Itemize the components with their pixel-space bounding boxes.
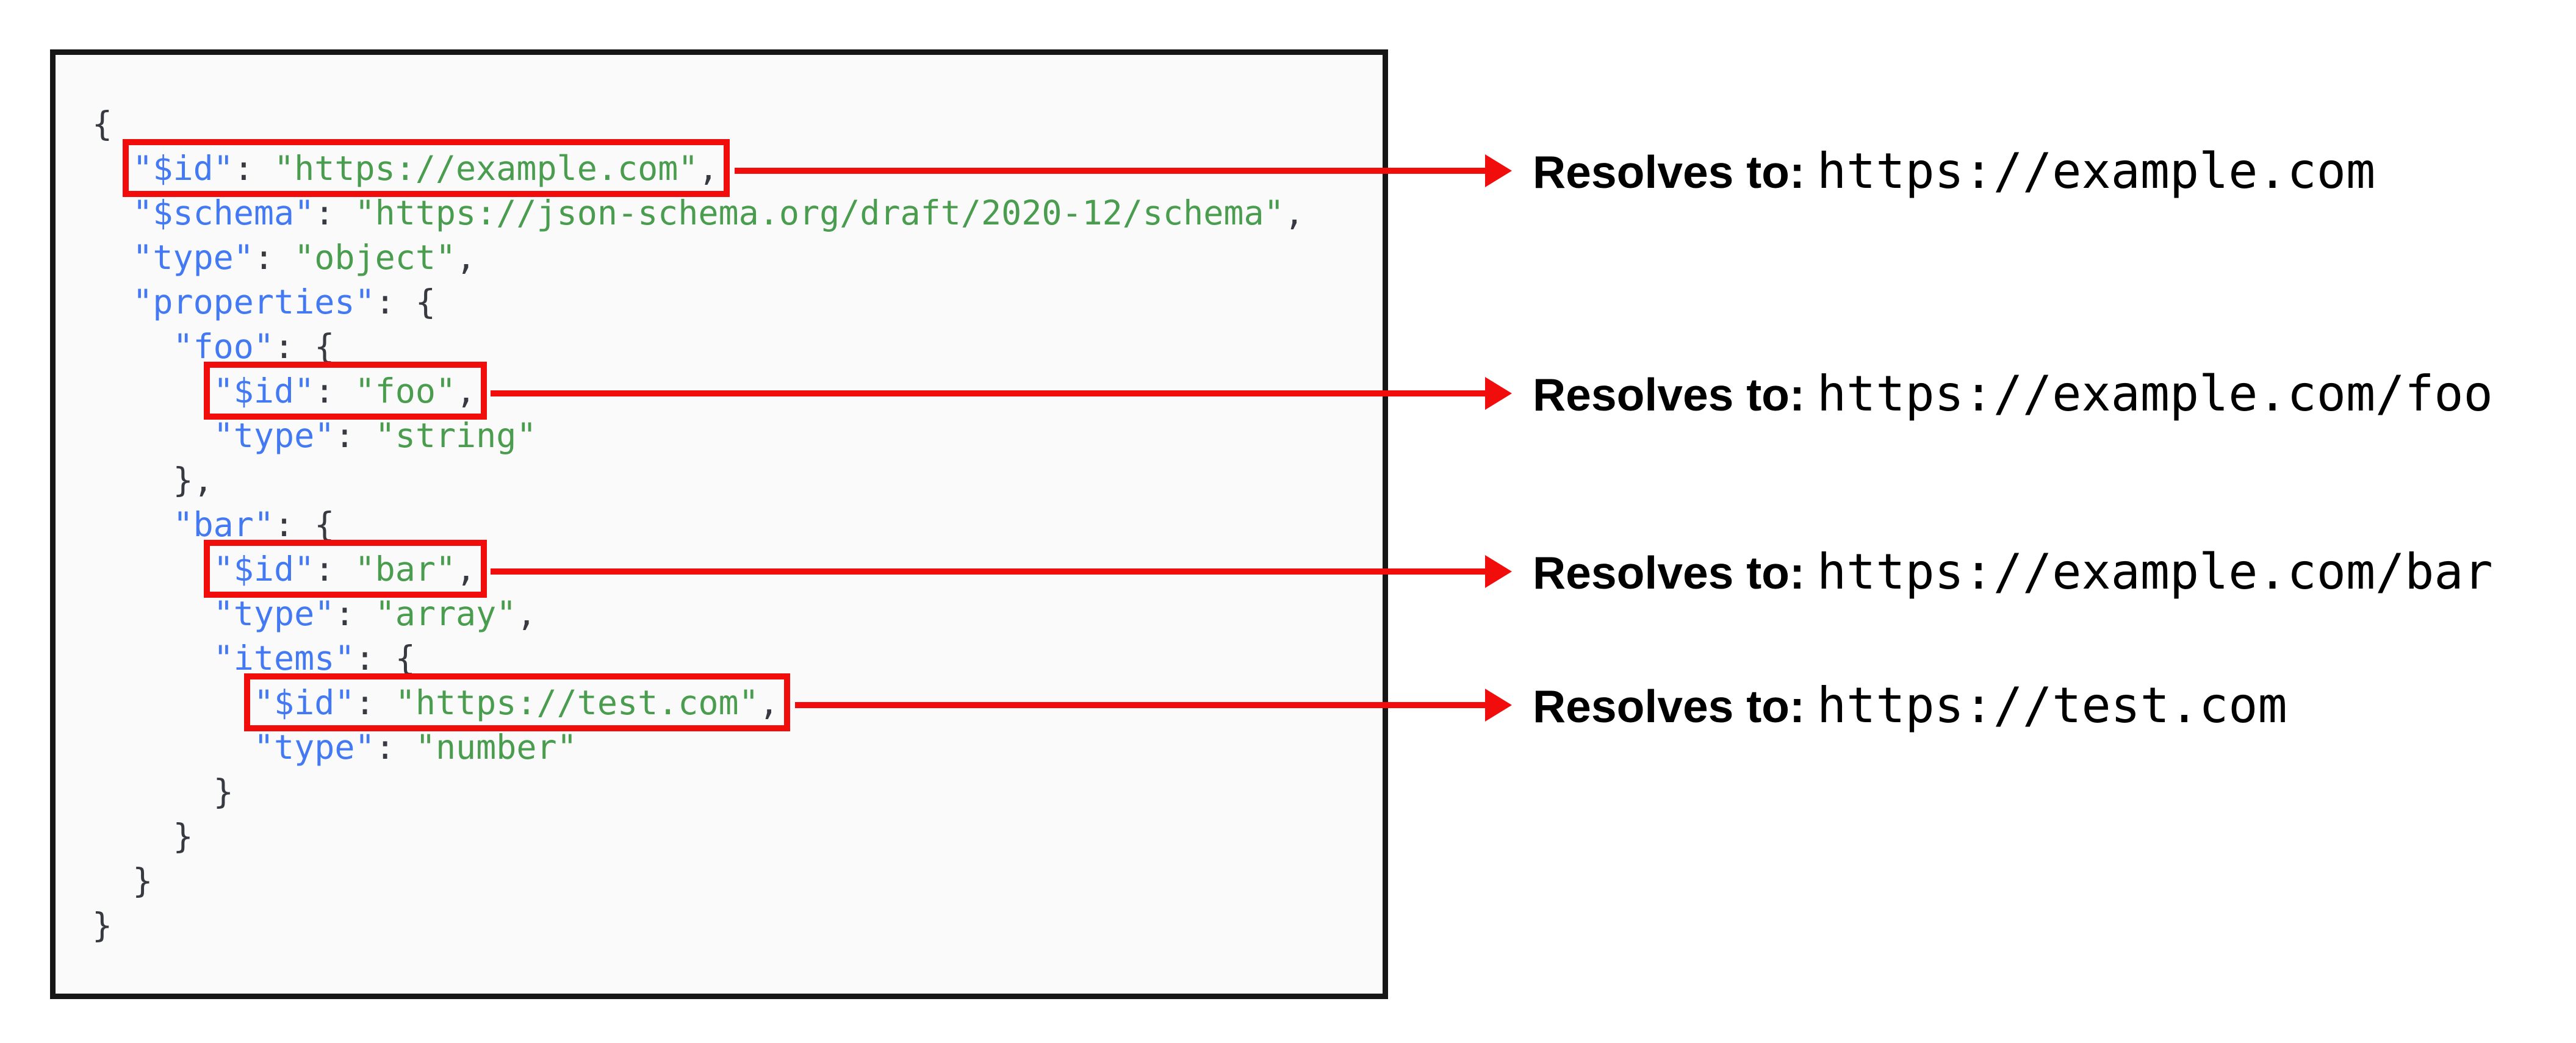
code-token-pun: , (456, 371, 477, 410)
code-token-str: "array" (375, 594, 517, 633)
code-line: } (92, 903, 1383, 948)
code-content: { "$id": "https://example.com", "$schema… (56, 55, 1383, 948)
id-highlight-box: "$id": "https://example.com", (123, 139, 730, 197)
code-line: } (92, 859, 1383, 903)
code-token-key: "type" (132, 238, 254, 277)
code-token-str: "https://test.com" (395, 683, 759, 722)
code-line: } (92, 770, 1383, 814)
id-highlight-box: "$id": "bar", (203, 540, 487, 598)
code-token-pun (92, 639, 214, 678)
code-token-pun: , (456, 238, 477, 277)
code-token-key: "foo" (173, 327, 275, 366)
resolve-arrow-icon (735, 168, 1486, 174)
resolve-arrow-icon (795, 702, 1486, 708)
code-line: "type": "string" (92, 414, 1383, 458)
code-token-pun (92, 416, 214, 455)
code-line: "type": "array", (92, 592, 1383, 636)
code-token-pun: , (698, 149, 719, 188)
code-token-pun: } (92, 906, 113, 945)
code-token-str: "https://json-schema.org/draft/2020-12/s… (354, 193, 1284, 232)
code-token-pun: , (456, 550, 477, 589)
code-token-pun (92, 728, 254, 767)
resolves-label: Resolves to: (1533, 146, 1805, 198)
code-token-pun (92, 327, 173, 366)
code-token-pun: , (1284, 193, 1304, 232)
resolved-url: https://test.com (1816, 677, 2287, 734)
resolves-annotation: Resolves to:https://example.com (1533, 142, 2375, 214)
code-token-key: "$schema" (132, 193, 315, 232)
code-token-pun (92, 371, 214, 410)
resolves-annotation: Resolves to:https://example.com/foo (1533, 365, 2493, 437)
code-token-pun: : { (274, 327, 335, 366)
resolve-arrow-icon (491, 390, 1486, 396)
code-line: "$schema": "https://json-schema.org/draf… (92, 191, 1383, 235)
code-token-pun: : { (274, 505, 335, 544)
resolved-url: https://example.com/foo (1816, 365, 2493, 422)
resolve-arrow-icon (491, 568, 1486, 575)
code-token-pun: : (314, 371, 355, 410)
code-token-pun (92, 149, 132, 188)
code-token-pun: : (375, 728, 416, 767)
code-token-str: "foo" (354, 371, 456, 410)
code-line: "bar": { (92, 503, 1383, 547)
code-token-pun: { (92, 104, 113, 143)
resolves-label: Resolves to: (1533, 681, 1805, 732)
code-token-pun (92, 505, 173, 544)
code-token-key: "type" (213, 594, 335, 633)
code-token-str: "bar" (354, 550, 456, 589)
code-token-key: "$id" (213, 371, 315, 410)
code-token-pun (92, 282, 132, 321)
resolves-annotation: Resolves to:https://test.com (1533, 676, 2287, 748)
code-token-key: "type" (253, 728, 375, 767)
resolves-label: Resolves to: (1533, 369, 1805, 420)
code-token-str: "https://example.com" (274, 149, 699, 188)
resolves-annotation: Resolves to:https://example.com/bar (1533, 543, 2493, 615)
code-token-pun: : (233, 149, 275, 188)
code-token-str: "number" (415, 728, 577, 767)
code-token-str: "object" (294, 238, 456, 277)
code-token-key: "bar" (173, 505, 275, 544)
code-line: "items": { (92, 636, 1383, 681)
code-token-pun (92, 238, 132, 277)
id-highlight-box: "$id": "https://test.com", (243, 673, 790, 731)
code-token-pun (92, 550, 214, 589)
code-token-pun: } (92, 817, 193, 856)
code-line: "type": "object", (92, 235, 1383, 280)
code-token-key: "$id" (213, 550, 315, 589)
code-token-key: "items" (213, 639, 355, 678)
code-token-pun: : (314, 193, 355, 232)
code-line: } (92, 814, 1383, 859)
resolved-url: https://example.com (1816, 143, 2376, 199)
code-token-key: "type" (213, 416, 335, 455)
code-token-pun: , (758, 683, 779, 722)
code-token-str: "string" (375, 416, 537, 455)
json-schema-code-block: { "$id": "https://example.com", "$schema… (50, 49, 1388, 999)
code-line: { (92, 102, 1383, 146)
code-token-pun: } (92, 772, 234, 811)
code-token-pun: : { (375, 282, 436, 321)
code-token-key: "$id" (132, 149, 234, 188)
code-line: }, (92, 458, 1383, 503)
code-token-key: "$id" (253, 683, 355, 722)
code-token-pun (92, 683, 254, 722)
code-token-pun: : (334, 416, 375, 455)
resolved-url: https://example.com/bar (1816, 543, 2493, 600)
code-token-pun: : (253, 238, 295, 277)
code-line: "properties": { (92, 280, 1383, 324)
code-token-pun: } (92, 861, 153, 900)
code-token-pun (92, 594, 214, 633)
code-token-pun: , (516, 594, 537, 633)
code-token-pun: : { (354, 639, 416, 678)
code-token-pun: : (334, 594, 375, 633)
resolves-label: Resolves to: (1533, 547, 1805, 598)
code-token-pun: : (354, 683, 395, 722)
code-line: "foo": { (92, 324, 1383, 369)
code-token-pun (92, 193, 132, 232)
code-token-pun: }, (92, 461, 214, 500)
code-token-key: "properties" (132, 282, 375, 321)
code-token-pun: : (314, 550, 355, 589)
code-line: "type": "number" (92, 725, 1383, 770)
id-highlight-box: "$id": "foo", (203, 362, 487, 420)
